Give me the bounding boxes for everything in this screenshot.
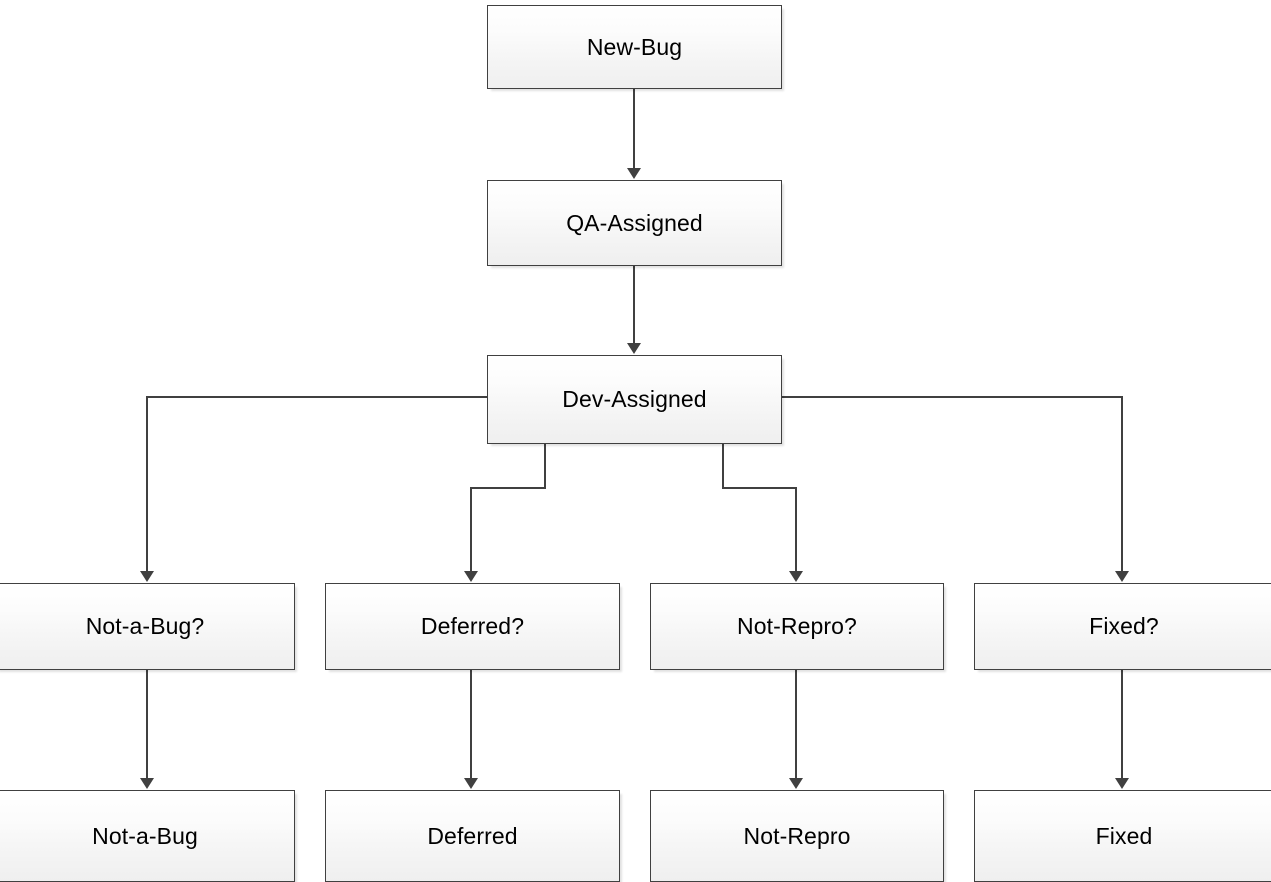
edge-line [722, 444, 797, 571]
node-dev-assigned[interactable]: Dev-Assigned [487, 355, 782, 444]
node-qa-assigned[interactable]: QA-Assigned [487, 180, 782, 266]
node-not-a-bug[interactable]: Not-a-Bug [0, 790, 295, 882]
node-label: New-Bug [586, 33, 683, 60]
arrowhead-icon [1115, 571, 1129, 582]
node-fixed-q[interactable]: Fixed? [974, 583, 1271, 670]
edge-line [146, 396, 487, 571]
edge-e-dev-to-fixed-q [782, 396, 1129, 582]
node-label: Fixed [1095, 822, 1153, 849]
arrowhead-icon [789, 571, 803, 582]
arrowhead-icon [627, 343, 641, 354]
edge-e-fixed-q-to-final [1115, 670, 1129, 789]
arrowhead-icon [1115, 778, 1129, 789]
node-label: Not-Repro [743, 822, 851, 849]
node-label: Dev-Assigned [562, 386, 707, 412]
node-label: QA-Assigned [566, 209, 703, 236]
arrowhead-icon [789, 778, 803, 789]
arrowhead-icon [464, 778, 478, 789]
edge-line [470, 444, 546, 571]
arrowhead-icon [140, 778, 154, 789]
node-deferred-q[interactable]: Deferred? [325, 583, 620, 670]
edge-e-dev-to-notabug-q [140, 396, 487, 582]
node-not-repro-q[interactable]: Not-Repro? [650, 583, 944, 670]
edge-e-notabug-q-to-final [140, 670, 154, 789]
edge-e-deferred-q-to-final [464, 670, 478, 789]
arrowhead-icon [464, 571, 478, 582]
node-label: Not-a-Bug [92, 822, 198, 849]
arrowhead-icon [140, 571, 154, 582]
edge-line [782, 396, 1123, 571]
node-not-repro[interactable]: Not-Repro [650, 790, 944, 882]
arrowhead-icon [627, 168, 641, 179]
edge-e-notrepro-q-to-final [789, 670, 803, 789]
node-deferred[interactable]: Deferred [325, 790, 620, 882]
node-not-a-bug-q[interactable]: Not-a-Bug? [0, 583, 295, 670]
edge-e-dev-to-deferred-q [464, 444, 546, 582]
edge-e-qa-to-dev [627, 266, 641, 354]
node-fixed[interactable]: Fixed [974, 790, 1271, 882]
node-label: Deferred [427, 822, 518, 849]
node-label: Not-a-Bug? [85, 613, 205, 639]
edge-e-dev-to-notrepro-q [722, 444, 803, 582]
node-label: Deferred? [420, 613, 525, 639]
node-label: Not-Repro? [737, 613, 857, 639]
node-label: Fixed? [1089, 613, 1159, 639]
edge-e-new-to-qa [627, 89, 641, 179]
node-new-bug[interactable]: New-Bug [487, 5, 782, 89]
